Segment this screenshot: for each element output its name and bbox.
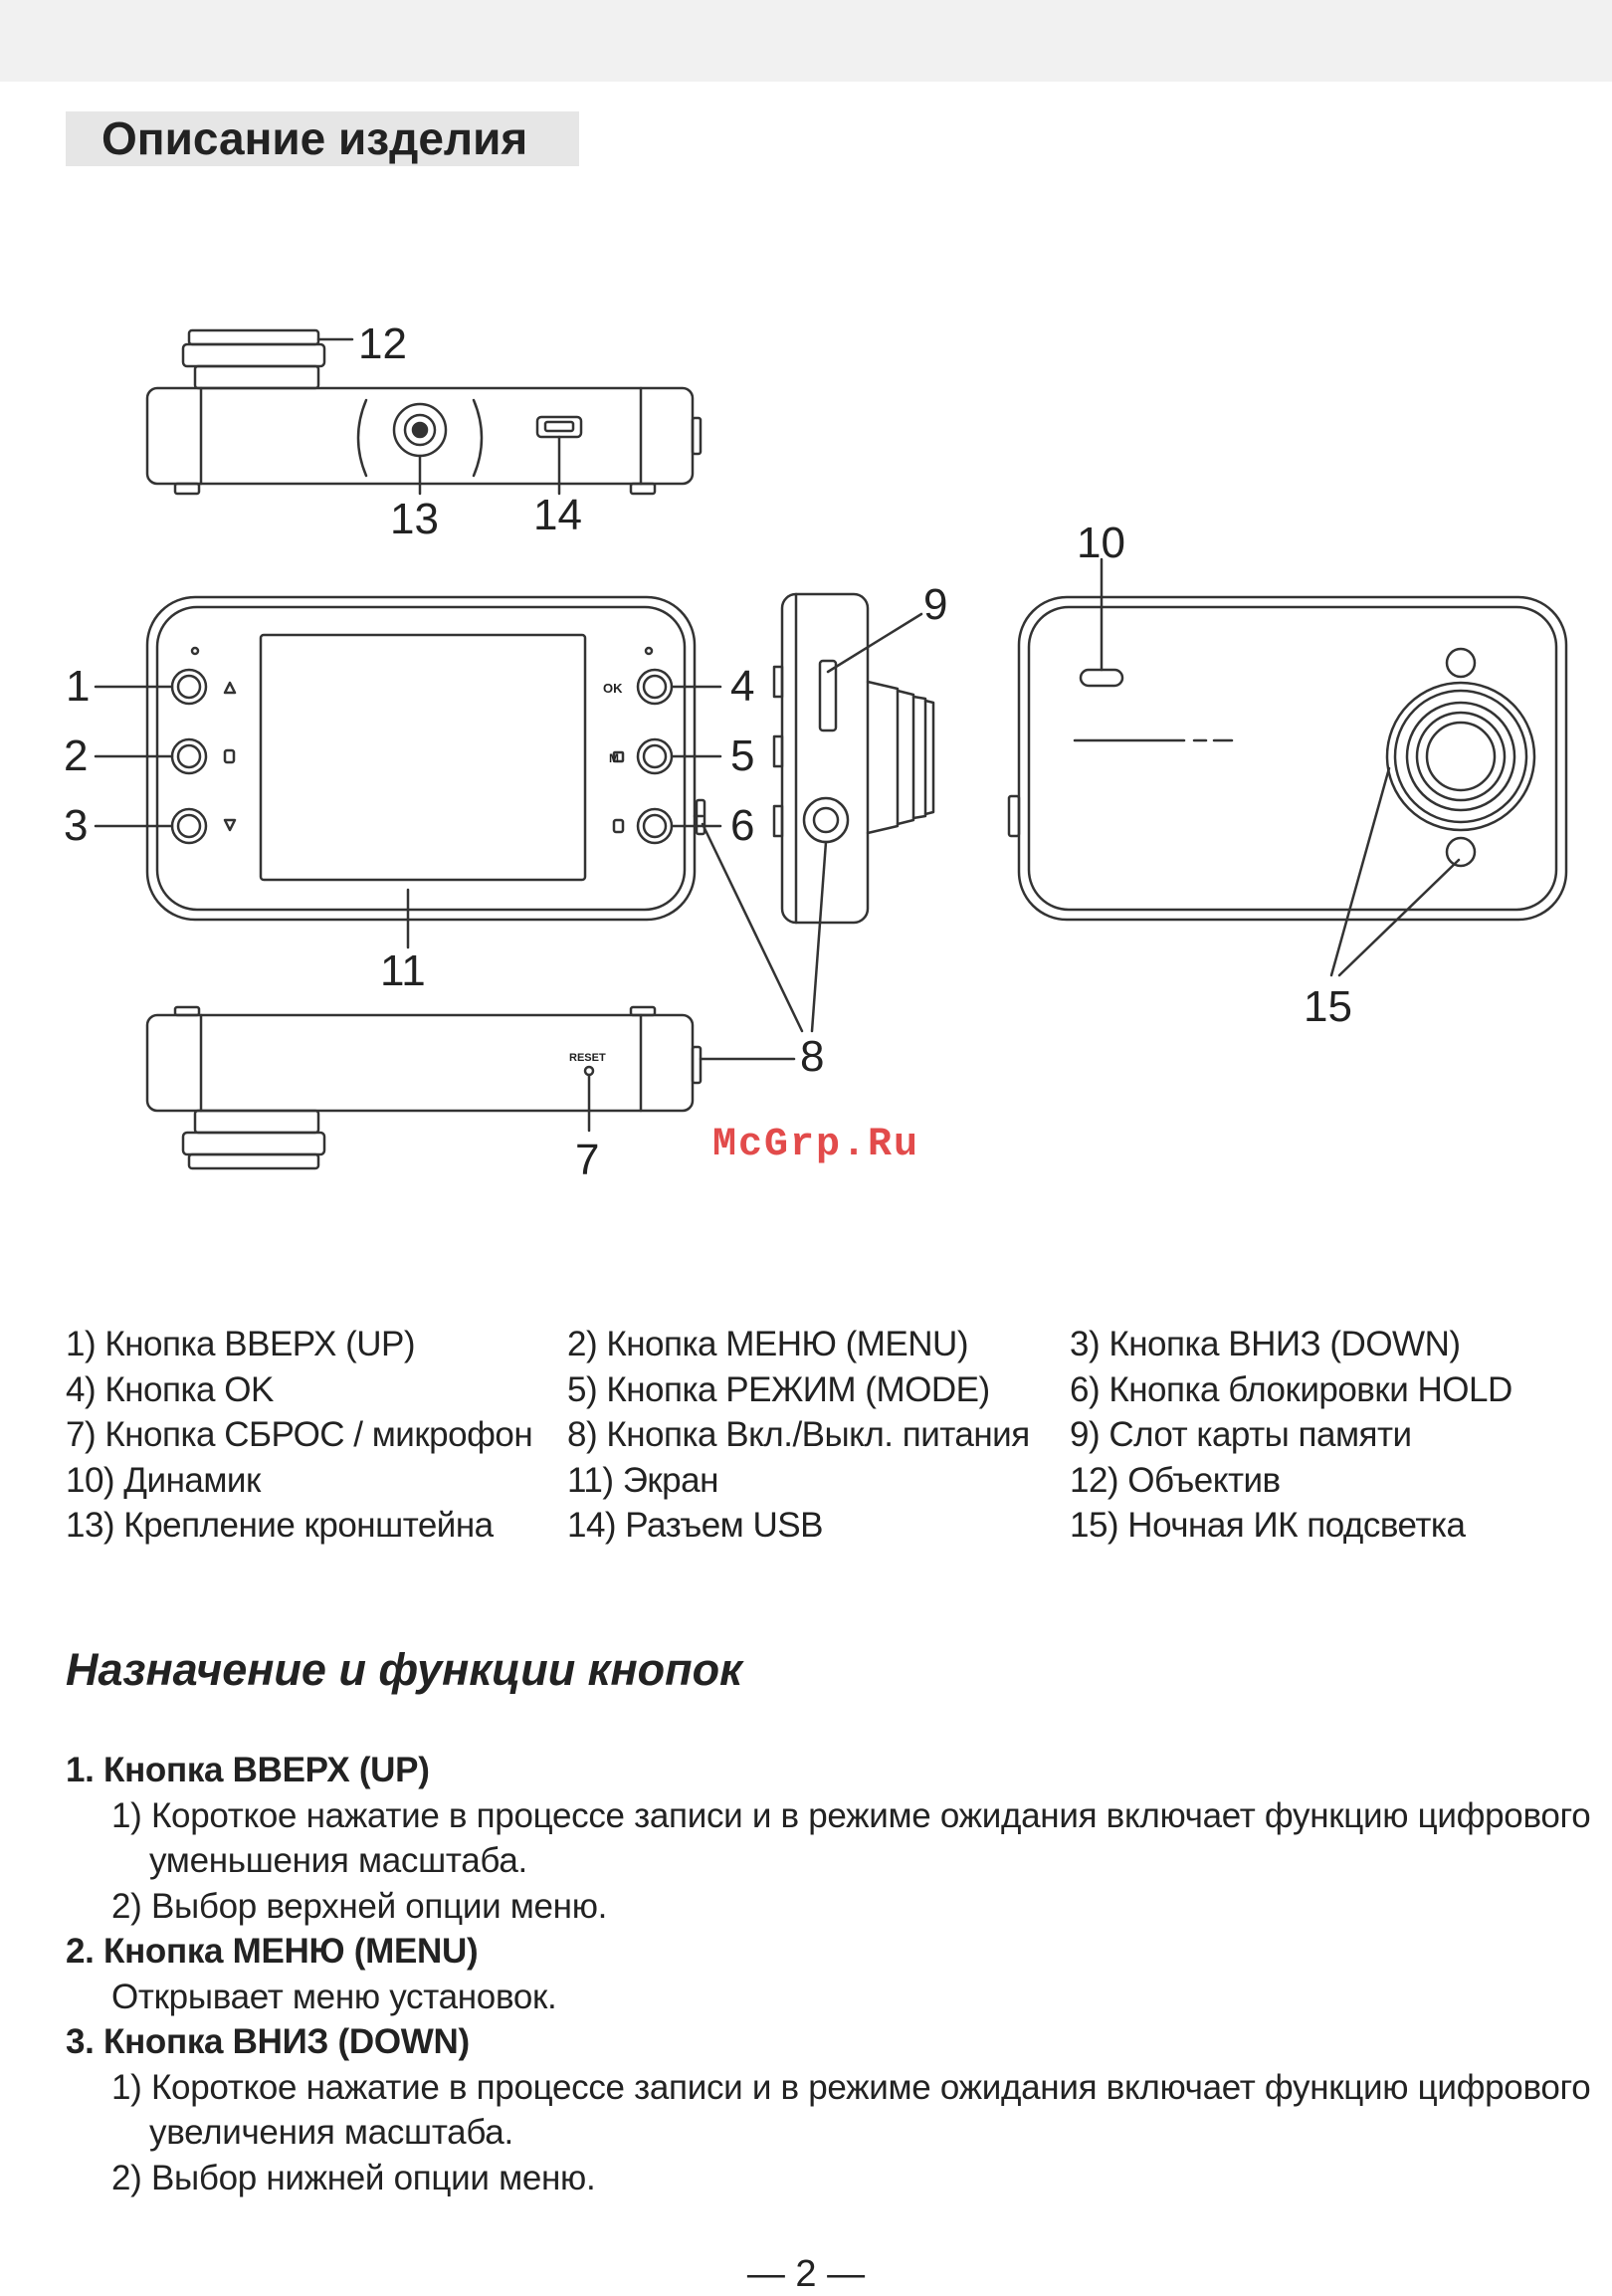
function-line: увеличения масштаба. [149, 2113, 513, 2152]
callout-5: 5 [730, 731, 754, 780]
watermark: McGrp.Ru [712, 1123, 920, 1167]
legend-item: 12) Объектив [1070, 1460, 1281, 1500]
legend-item: 14) Разъем USB [567, 1506, 823, 1545]
functions-title: Назначение и функции кнопок [66, 1644, 742, 1695]
legend-item: 8) Кнопка Вкл./Выкл. питания [567, 1415, 1030, 1454]
parts-legend: 1) Кнопка ВВЕРХ (UP) 2) Кнопка МЕНЮ (MEN… [66, 1322, 1548, 1549]
legend-row: 10) Динамик 11) Экран 12) Объектив [66, 1458, 1548, 1504]
callout-11: 11 [380, 946, 426, 995]
section-title: Описание изделия [66, 111, 579, 166]
function-line: 1) Короткое нажатие в процессе записи и … [111, 2067, 1591, 2107]
legend-item: 11) Экран [567, 1460, 718, 1500]
legend-item: 10) Динамик [66, 1460, 261, 1500]
page-number: — 2 — [746, 2253, 866, 2295]
legend-row: 4) Кнопка OK 5) Кнопка РЕЖИМ (MODE) 6) К… [66, 1367, 1548, 1413]
top-view [145, 328, 703, 496]
legend-item: 15) Ночная ИК подсветка [1070, 1506, 1466, 1545]
legend-item: 6) Кнопка блокировки HOLD [1070, 1369, 1512, 1409]
label-ok: OK [603, 681, 623, 696]
legend-item: 4) Кнопка OK [66, 1369, 274, 1409]
function-line: 1) Короткое нажатие в процессе записи и … [111, 1795, 1591, 1835]
callout-14: 14 [533, 491, 582, 539]
callout-15: 15 [1304, 982, 1352, 1031]
callout-12: 12 [358, 319, 407, 368]
function-line: 2) Выбор верхней опции меню. [111, 1886, 608, 1926]
legend-item: 7) Кнопка СБРОС / микрофон [66, 1415, 533, 1454]
callout-4: 4 [730, 662, 754, 711]
legend-row: 7) Кнопка СБРОС / микрофон 8) Кнопка Вкл… [66, 1412, 1548, 1458]
front-view [94, 595, 804, 1033]
function-line: 3. Кнопка ВНИЗ (DOWN) [66, 2022, 470, 2061]
function-line: Открывает меню установок. [111, 1977, 557, 2016]
legend-item: 3) Кнопка ВНИЗ (DOWN) [1070, 1325, 1461, 1363]
callout-9: 9 [923, 580, 947, 629]
callout-13: 13 [390, 495, 439, 543]
legend-item: 1) Кнопка ВВЕРХ (UP) [66, 1325, 416, 1363]
callout-1: 1 [66, 662, 90, 711]
legend-row: 13) Крепление кронштейна 14) Разъем USB … [66, 1503, 1548, 1549]
side-view [772, 592, 935, 1033]
legend-item: 2) Кнопка МЕНЮ (MENU) [567, 1325, 968, 1363]
bottom-view [145, 1005, 796, 1170]
callout-2: 2 [64, 731, 88, 780]
callout-7: 7 [575, 1136, 599, 1184]
callout-6: 6 [730, 801, 754, 850]
legend-item: 9) Слот карты памяти [1070, 1415, 1412, 1454]
function-line: 2) Выбор нижней опции меню. [111, 2158, 596, 2197]
callout-8: 8 [800, 1032, 824, 1081]
callout-10: 10 [1077, 519, 1125, 567]
function-line: 1. Кнопка ВВЕРХ (UP) [66, 1751, 430, 1789]
legend-item: 5) Кнопка РЕЖИМ (MODE) [567, 1369, 990, 1409]
product-diagram: RESET OK M 1 2 3 4 5 6 7 8 9 10 11 12 13… [64, 319, 1568, 1184]
label-mode: M [609, 751, 619, 765]
legend-row: 1) Кнопка ВВЕРХ (UP) 2) Кнопка МЕНЮ (MEN… [66, 1322, 1548, 1367]
label-reset: RESET [569, 1052, 606, 1064]
functions-list: 1. Кнопка ВВЕРХ (UP) 1) Короткое нажатие… [66, 1748, 1591, 2200]
function-line: уменьшения масштаба. [149, 1841, 527, 1880]
back-view [1007, 557, 1568, 977]
legend-item: 13) Крепление кронштейна [66, 1506, 494, 1545]
function-line: 2. Кнопка МЕНЮ (MENU) [66, 1932, 479, 1971]
callout-3: 3 [64, 801, 88, 850]
top-band [0, 0, 1612, 82]
